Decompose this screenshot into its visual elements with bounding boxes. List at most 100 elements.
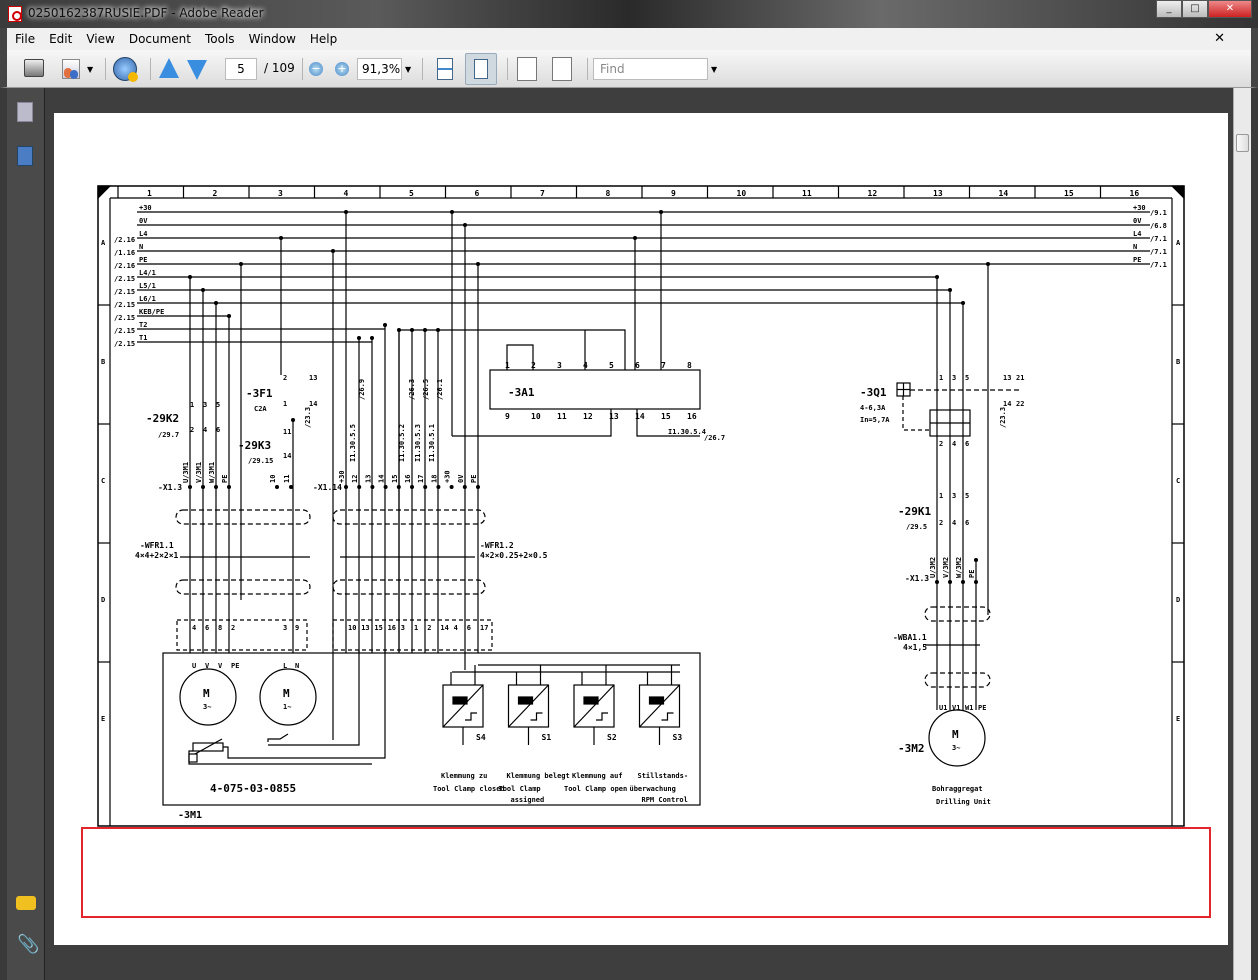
bus-label: KEB/PE [139, 308, 164, 316]
menu-window[interactable]: Window [248, 32, 296, 46]
menu-file[interactable]: File [15, 32, 36, 46]
find-dropdown-icon[interactable]: ▼ [711, 65, 718, 74]
sensor-description: überwachung [630, 785, 676, 793]
sensor-description: Tool Clamp open [564, 785, 627, 793]
plug-pin-label: 1 [414, 624, 418, 632]
plug-pin-label: 3 [401, 624, 405, 632]
junction-dot [961, 301, 965, 305]
comments-icon[interactable] [16, 896, 36, 910]
menu-help[interactable]: Help [309, 32, 338, 46]
menu-edit[interactable]: Edit [49, 32, 73, 46]
zoom-level-select[interactable]: 91,3% [357, 58, 402, 80]
vertical-scrollbar[interactable] [1233, 88, 1251, 980]
bus-ref: /2.15 [114, 314, 135, 322]
secure-globe-icon[interactable] [113, 57, 138, 82]
cable-spec: 4×1,5 [903, 643, 927, 652]
zoom-out-icon[interactable]: − [309, 62, 323, 76]
terminal-x13-right-label: -X1.3 [905, 574, 929, 583]
zoom-in-icon[interactable]: + [335, 62, 349, 76]
terminal-label: 10 [269, 475, 277, 483]
find-input[interactable]: Find [593, 58, 708, 80]
junction-dot [986, 262, 990, 266]
motor-terminal-label: L [283, 662, 287, 670]
motor-terminal-label: V [205, 662, 210, 670]
highlight-rectangle [81, 827, 1211, 918]
bus-label: T1 [139, 334, 147, 342]
contactor-29k2: -29K2 [146, 412, 179, 425]
fit-width-icon[interactable] [437, 58, 453, 80]
bus-ref: /2.15 [114, 301, 135, 309]
rotate-cw-icon[interactable] [552, 57, 572, 81]
pages-icon[interactable] [17, 102, 33, 122]
sensor-description: Klemmung auf [572, 772, 623, 780]
terminal-label: 15 [391, 475, 399, 483]
plug-pin-label: 4 [454, 624, 458, 632]
pin-label: 1 [939, 492, 943, 500]
fit-page-icon[interactable] [465, 53, 497, 85]
wire [452, 409, 612, 437]
schematic-frame [97, 185, 1185, 827]
motor-terminal-label: U1 [939, 704, 947, 712]
column-label: 4 [344, 189, 349, 198]
menu-tools[interactable]: Tools [205, 32, 235, 46]
terminal-dot [476, 485, 480, 489]
bookmarks-icon[interactable] [17, 146, 33, 166]
pin-label: 13 [1003, 374, 1011, 382]
terminal-dot [357, 485, 362, 489]
scrollbar-thumb[interactable] [1236, 134, 1249, 152]
terminal-dot [974, 580, 978, 584]
contactor-29k1: -29K1 [898, 505, 931, 518]
close-button[interactable]: ✕ [1208, 0, 1252, 18]
rotate-ccw-icon[interactable] [517, 57, 537, 81]
dropdown-arrow-icon[interactable]: ▼ [87, 65, 94, 74]
print-icon[interactable] [24, 59, 44, 77]
sensor-description: RPM Control [642, 796, 688, 804]
terminal-label: 12 [351, 475, 359, 483]
pin-label: 11 [557, 412, 567, 421]
terminal-label: 0V [457, 474, 465, 483]
column-label: 7 [540, 189, 545, 198]
pin-label: 5 [609, 361, 614, 370]
row-label: E [101, 715, 105, 723]
row-label: D [1176, 596, 1180, 604]
minimize-button[interactable]: _ [1156, 0, 1182, 18]
row-label: C [101, 477, 105, 485]
terminal-dot [948, 580, 952, 584]
maximize-button[interactable]: □ [1182, 0, 1208, 18]
step-icon [465, 712, 477, 721]
collaborate-icon[interactable] [62, 59, 80, 79]
pin-label: 1 [283, 400, 287, 408]
pin-label: 9 [505, 412, 510, 421]
terminal-label: V/3M2 [942, 557, 950, 578]
row-label: D [101, 596, 105, 604]
menu-document[interactable]: Document [128, 32, 191, 46]
attachments-icon[interactable]: 📎 [17, 934, 40, 955]
cable-shield [175, 509, 311, 525]
junction-dot [239, 262, 243, 266]
sensor-description: Stillstands- [638, 772, 689, 780]
ref-label: I1.30.5.3 [414, 424, 422, 462]
terminal-dot [214, 485, 218, 489]
terminal-label: +30 [338, 470, 346, 483]
next-page-icon[interactable] [187, 60, 207, 80]
column-label: 12 [868, 189, 878, 198]
close-document-icon[interactable]: ✕ [1214, 31, 1225, 46]
bus-label: N [139, 243, 143, 251]
title-bar: 0250162387RUSIE.PDF - Adobe Reader _ □ ✕ [0, 0, 1258, 28]
plug-pin-label: 3 [283, 624, 287, 632]
menu-view[interactable]: View [86, 32, 115, 46]
menu-bar: File Edit View Document Tools Window Hel… [0, 28, 1258, 50]
page-number-input[interactable]: 5 [225, 58, 257, 80]
bus-ref: /2.15 [114, 327, 135, 335]
pin-label: 5 [216, 401, 220, 409]
junction-dot [383, 323, 387, 327]
previous-page-icon[interactable] [159, 58, 179, 78]
pin-label: 1 [505, 361, 510, 370]
terminal-dot [423, 485, 428, 489]
pin-label: 6 [965, 519, 969, 527]
zoom-dropdown-icon[interactable]: ▼ [405, 65, 412, 74]
pin-label: 12 [583, 412, 593, 421]
part-number: 4-075-03-0855 [210, 782, 296, 795]
pin-label: 2 [939, 440, 943, 448]
